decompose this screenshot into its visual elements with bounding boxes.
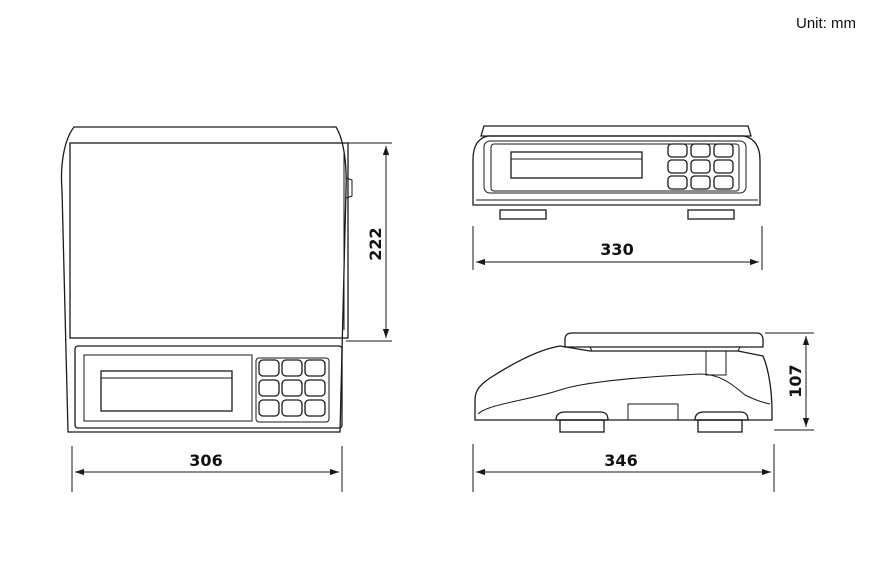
front-view-keypad — [667, 143, 734, 190]
dimension-label-222: 222 — [366, 227, 385, 260]
top-view — [60, 126, 353, 433]
front-view — [472, 125, 761, 220]
dimension-222: 222 — [346, 142, 392, 342]
dimension-346: 346 — [472, 444, 775, 492]
dimension-306: 306 — [71, 446, 343, 492]
dimension-label-107: 107 — [786, 364, 805, 397]
dimension-label-306: 306 — [189, 451, 222, 470]
unit-label: Unit: mm — [796, 15, 856, 32]
dimension-330: 330 — [472, 226, 763, 270]
dimension-label-330: 330 — [600, 240, 633, 259]
side-view — [474, 332, 773, 433]
dimension-label-346: 346 — [604, 451, 637, 470]
dimension-107: 107 — [765, 332, 814, 431]
top-view-keypad — [258, 359, 326, 417]
